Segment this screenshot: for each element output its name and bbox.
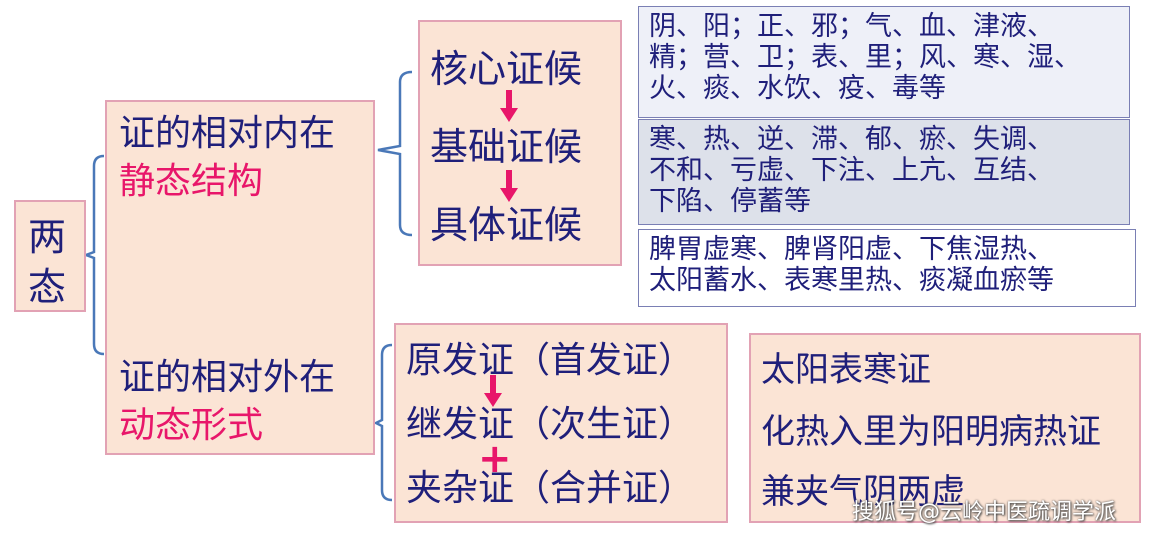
down-arrow-icon: [500, 170, 518, 202]
basic-info-line-2: 不和、亏虚、下注、上亢、互结、: [649, 155, 1054, 186]
root-line-2: 态: [28, 265, 67, 309]
core-info-line-1: 阴、阳；正、邪；气、血、津液、: [649, 11, 1054, 42]
syndrome-item-3: 夹杂证（合并证）: [406, 468, 695, 509]
core-item-2: 基础证候: [430, 125, 583, 169]
basic-info-line-3: 下陷、停蓄等: [649, 186, 811, 217]
specific-info-line-1: 脾胃虚寒、脾肾阳虚、下焦湿热、: [649, 234, 1054, 265]
case-example-box: 太阳表寒证 化热入里为阳明病热证 兼夹气阴两虚: [749, 333, 1141, 523]
syndrome-item-2: 继发证（次生证）: [406, 404, 695, 445]
down-arrow-icon: [500, 90, 518, 122]
root-label: 两 态: [28, 216, 72, 308]
basic-info-line-1: 寒、热、逆、滞、郁、瘀、失调、: [649, 124, 1054, 155]
down-arrow-icon: [484, 375, 502, 407]
syndrome-item-1: 原发证（首发证）: [406, 340, 695, 381]
core-item-1: 核心证候: [430, 47, 583, 91]
syndrome-chain-node: 原发证（首发证） 继发证（次生证） + 夹杂证（合并证）: [394, 323, 728, 523]
core-item-3: 具体证候: [430, 203, 583, 247]
static-structure-line-2: 静态结构: [119, 161, 264, 202]
dynamic-form-line-1: 证的相对外在: [119, 357, 336, 398]
case-line-1: 太阳表寒证: [761, 350, 931, 390]
core-info-line-3: 火、痰、水饮、疫、毒等: [649, 73, 946, 104]
dynamic-form-line-2: 动态形式: [119, 405, 264, 446]
core-chain-node: 核心证候 基础证候 具体证候: [418, 20, 622, 266]
state-node: 证的相对内在 静态结构 证的相对外在 动态形式: [105, 100, 375, 455]
static-bracket: [377, 70, 413, 237]
core-info-line-2: 精；营、卫；表、里；风、寒、湿、: [649, 42, 1081, 73]
core-info-box: 阴、阳；正、邪；气、血、津液、 精；营、卫；表、里；风、寒、湿、 火、痰、水饮、…: [638, 6, 1130, 118]
root-bracket: [82, 154, 105, 356]
root-line-1: 两: [28, 215, 67, 259]
plus-icon: +: [478, 436, 512, 482]
specific-info-box: 脾胃虚寒、脾肾阳虚、下焦湿热、 太阳蓄水、表寒里热、痰凝血瘀等: [638, 229, 1136, 307]
static-structure-line-1: 证的相对内在: [119, 113, 336, 154]
watermark: 搜狐号@云岭中医疏调学派: [852, 500, 1117, 525]
specific-info-line-2: 太阳蓄水、表寒里热、痰凝血瘀等: [649, 265, 1054, 296]
case-line-3: 兼夹气阴两虚: [761, 472, 965, 512]
case-line-2: 化热入里为阳明病热证: [761, 412, 1101, 452]
dynamic-bracket: [373, 343, 393, 502]
root-node: 两 态: [14, 200, 86, 312]
basic-info-box: 寒、热、逆、滞、郁、瘀、失调、 不和、亏虚、下注、上亢、互结、 下陷、停蓄等: [638, 119, 1130, 225]
